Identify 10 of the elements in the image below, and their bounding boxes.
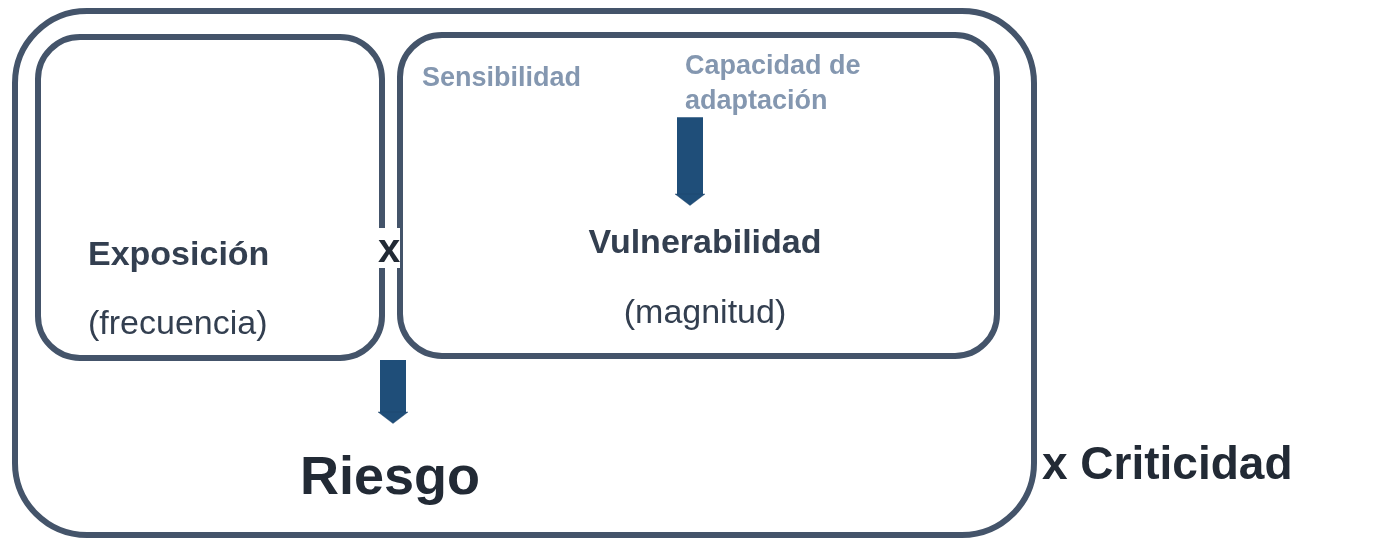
result-heading: Vulnerabilidad <box>588 222 822 261</box>
factor-label: Sensibilidad <box>422 60 582 96</box>
operator-sign: x <box>378 228 401 268</box>
result-subtitle: (magnitud) <box>623 292 787 331</box>
outer-box <box>12 8 1037 538</box>
box-heading: Exposición <box>88 234 270 273</box>
block-arrow <box>674 117 706 206</box>
factor-label: Capacidad de adaptación <box>685 48 905 119</box>
box-subtitle: (frecuencia) <box>88 303 268 342</box>
result-title: Riesgo <box>300 440 481 511</box>
